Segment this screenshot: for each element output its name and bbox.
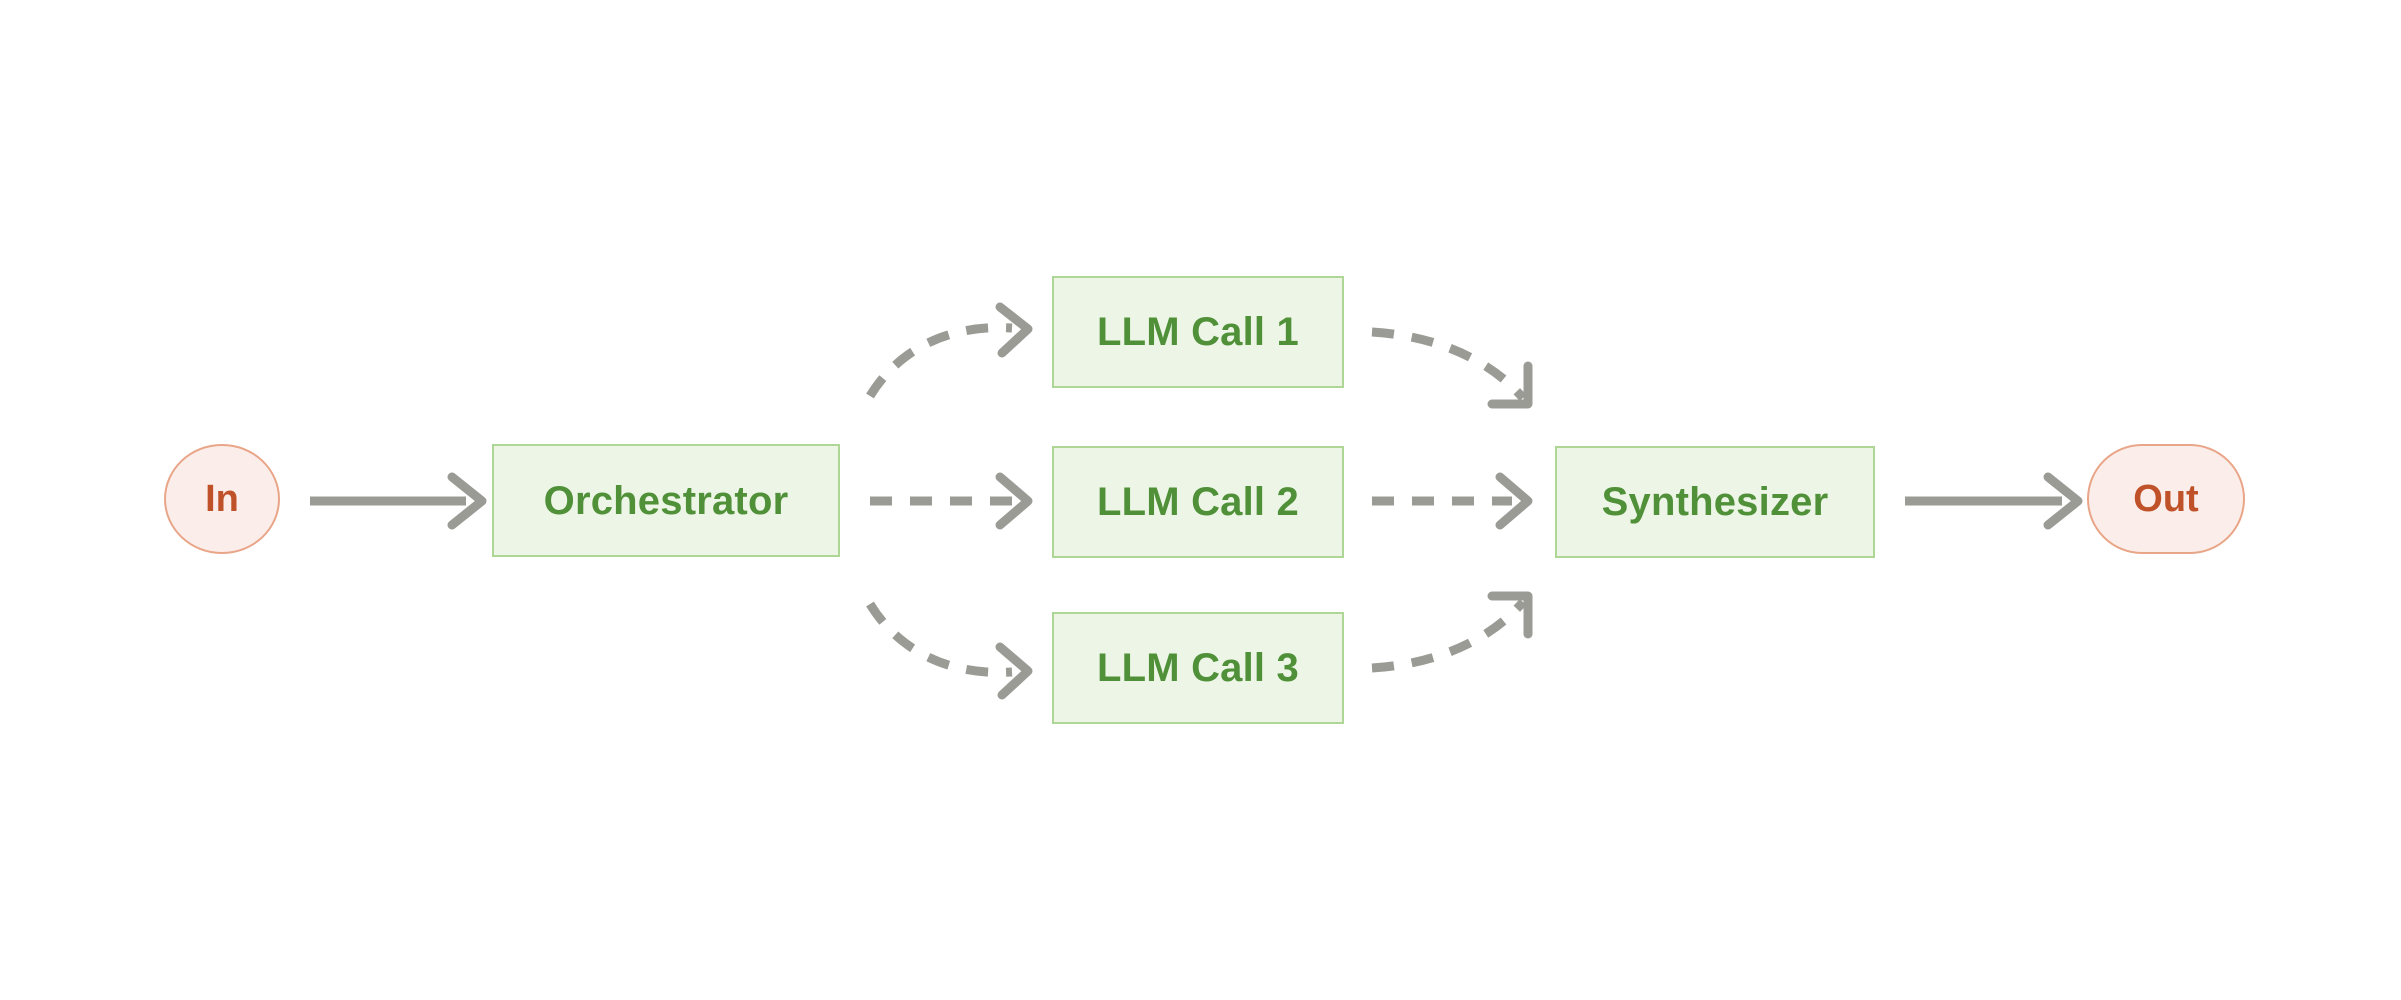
node-llm-call-3[interactable]: LLM Call 3 (1052, 612, 1344, 724)
edge-in-to-orchestrator (310, 472, 487, 530)
node-in-label: In (205, 478, 239, 520)
node-in[interactable]: In (164, 444, 280, 554)
edge-orchestrator-to-llm-call-3 (866, 601, 1033, 700)
node-llm-call-2[interactable]: LLM Call 2 (1052, 446, 1344, 558)
node-synthesizer-label: Synthesizer (1601, 480, 1829, 524)
node-orchestrator[interactable]: Orchestrator (492, 444, 840, 557)
edge-llm-call-1-to-synthesizer (1371, 327, 1533, 409)
node-out-label: Out (2133, 478, 2199, 520)
edge-llm-call-2-to-synthesizer (1372, 472, 1533, 530)
edge-orchestrator-to-llm-call-2 (870, 472, 1033, 530)
node-orchestrator-label: Orchestrator (543, 478, 789, 523)
edge-synthesizer-to-out (1905, 472, 2083, 530)
node-out[interactable]: Out (2087, 444, 2245, 554)
node-llm-call-3-label: LLM Call 3 (1096, 646, 1300, 690)
edge-llm-call-3-to-synthesizer (1371, 591, 1533, 673)
edge-orchestrator-to-llm-call-1 (866, 302, 1033, 399)
node-llm-call-2-label: LLM Call 2 (1096, 480, 1300, 524)
node-llm-call-1-label: LLM Call 1 (1096, 310, 1300, 354)
node-synthesizer[interactable]: Synthesizer (1555, 446, 1875, 558)
node-llm-call-1[interactable]: LLM Call 1 (1052, 276, 1344, 388)
